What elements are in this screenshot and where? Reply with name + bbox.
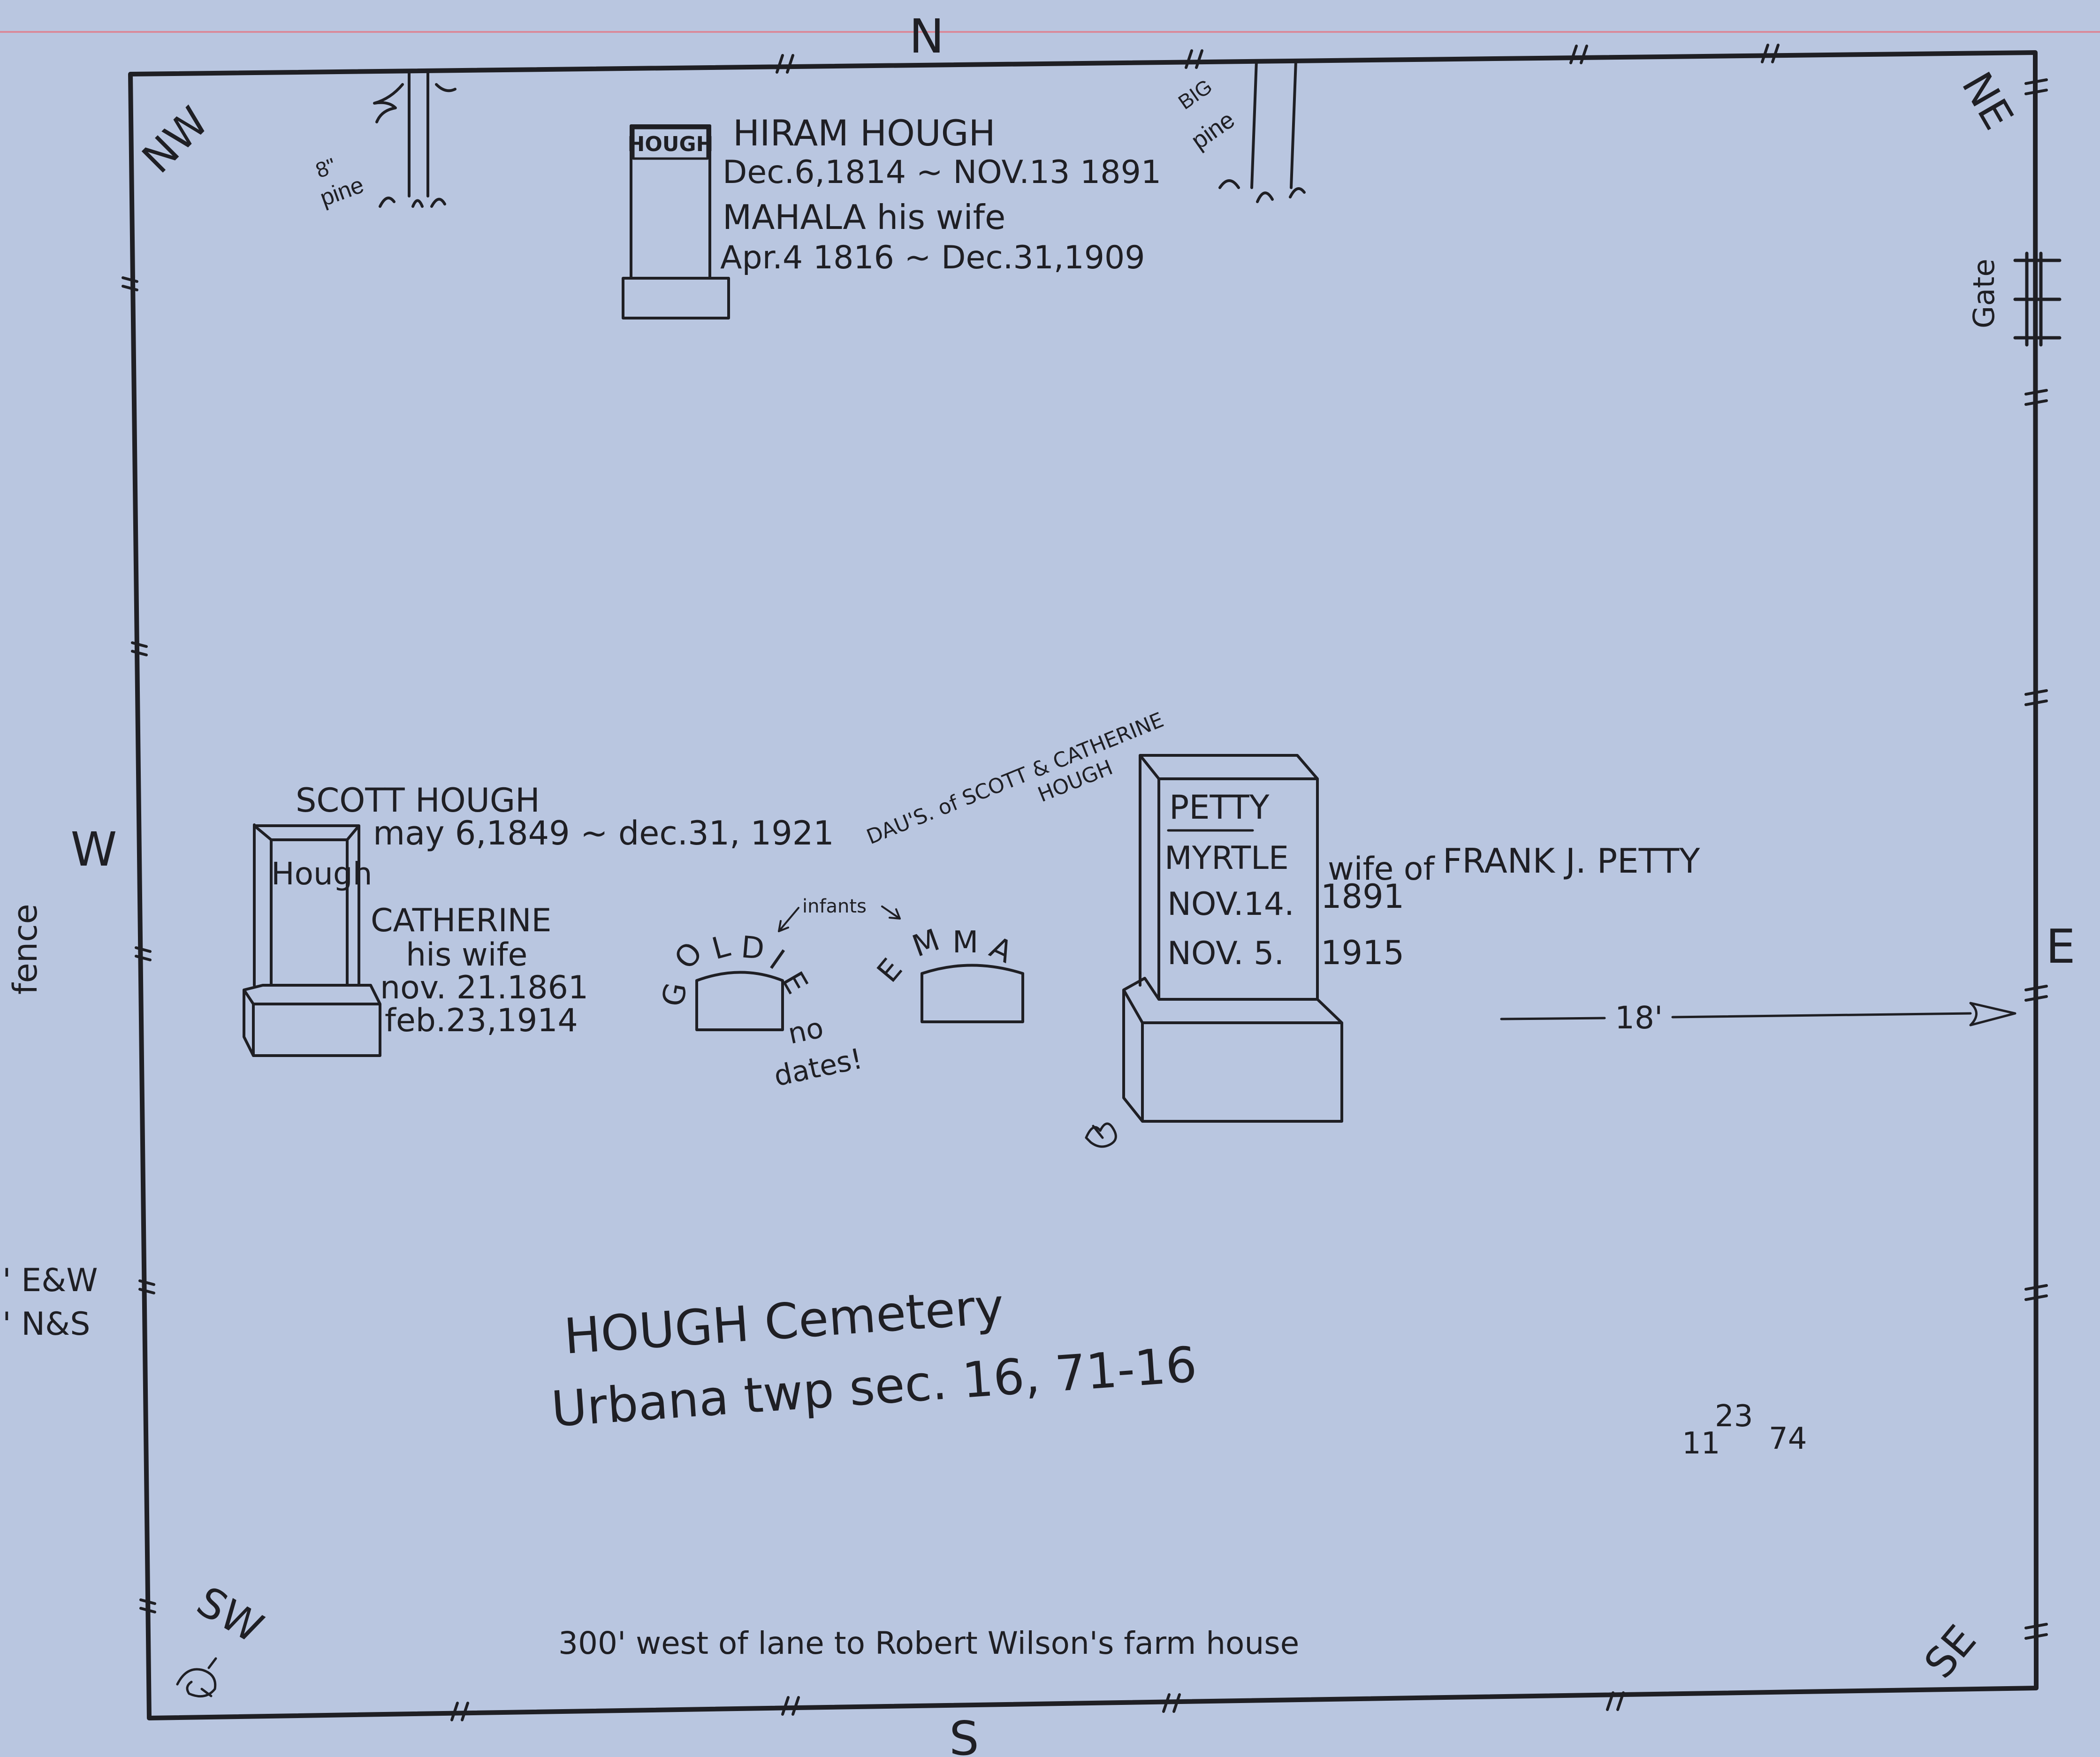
goldie-letter-g: G [656, 980, 694, 1009]
myrtle-born-year: 1891 [1321, 877, 1404, 916]
daughters-caption: DAU'S. of SCOTT & CATHERINE [863, 708, 1167, 849]
cemetery-boundary [128, 50, 2039, 1720]
scott-dates: may 6,1849 ~ dec.31, 1921 [373, 814, 834, 852]
emma-stone: E M M A [871, 923, 1024, 1023]
petty-relation-prefix: wife of [1328, 851, 1436, 888]
corner-scribble [176, 1657, 217, 1698]
myrtle-born: NOV.14. [1167, 886, 1294, 923]
no-dates-note-line1: no [785, 1012, 827, 1051]
mahala-name: MAHALA his wife [723, 198, 1005, 237]
emma-letter-a: A [984, 930, 1018, 970]
catherine-born: nov. 21.1861 [380, 969, 588, 1006]
compass-east: E [2046, 919, 2075, 974]
compass-northeast: NE [1952, 64, 2023, 137]
petty-headstone: PETTY MYRTLE NOV.14. NOV. 5. [1122, 754, 1343, 1123]
east-dimension-label: 18' [1615, 1000, 1663, 1036]
petty-relation-name: FRANK J. PETTY [1443, 841, 1700, 881]
no-dates-note-line2: dates! [771, 1042, 866, 1093]
scott-stone-label: Hough [271, 856, 373, 892]
catherine-name: CATHERINE [371, 902, 552, 939]
east-dimension-arrow: 18' [1500, 1000, 2016, 1036]
petty-stone-label: PETTY [1169, 788, 1270, 827]
small-shrub [1085, 1122, 1117, 1148]
catherine-relation: his wife [406, 936, 527, 974]
compass-southwest: SW [189, 1577, 271, 1652]
hiram-name: HIRAM HOUGH [733, 112, 996, 154]
myrtle-name: MYRTLE [1164, 840, 1289, 877]
big-pine-label: pine [1187, 106, 1240, 155]
mahala-dates: Apr.4 1816 ~ Dec.31,1909 [720, 239, 1145, 276]
dimension-east-west: ' E&W [2, 1262, 98, 1299]
date-day: 23 [1715, 1399, 1753, 1434]
scott-hough-headstone: Hough [243, 823, 381, 1057]
compass-south: S [949, 1711, 979, 1757]
date-year: 74 [1769, 1422, 1807, 1456]
compass-northwest: NW [133, 98, 218, 183]
gate: Gate [1967, 251, 2062, 347]
small-pine-size: 8" [312, 153, 339, 183]
emma-letter-m1: M [908, 923, 944, 964]
hiram-hough-headstone: HOUGH [622, 124, 730, 319]
date-month: 11 [1682, 1426, 1720, 1461]
fence-post-marks [122, 44, 2048, 1721]
small-pine-tree: 8" pine [312, 69, 457, 211]
goldie-letter-e: E [775, 966, 814, 1000]
location-note: 300' west of lane to Robert Wilson's far… [558, 1625, 1299, 1661]
cemetery-title: HOUGH Cemetery [562, 1278, 1005, 1365]
goldie-letter-o: O [668, 936, 710, 976]
scott-name: SCOTT HOUGH [296, 781, 540, 820]
infants-arrows [778, 905, 901, 932]
myrtle-died-year: 1915 [1321, 934, 1404, 972]
myrtle-died: NOV. 5. [1167, 935, 1284, 972]
emma-letter-e1: E [871, 952, 910, 989]
compass-southeast: SE [1915, 1616, 1986, 1688]
infants-label: infants [802, 896, 867, 917]
hiram-dates: Dec.6,1814 ~ NOV.13 1891 [723, 154, 1161, 191]
gate-label: Gate [1967, 259, 2001, 329]
compass-north: N [909, 9, 944, 64]
big-pine-tree: BIG pine [1174, 60, 1306, 203]
goldie-letter-i: I [763, 943, 791, 976]
goldie-letter-l: L [708, 929, 734, 967]
fence-label: fence [6, 904, 45, 995]
hiram-stone-label: HOUGH [628, 132, 714, 156]
big-pine-size: BIG [1174, 75, 1217, 114]
goldie-letter-d: D [740, 930, 766, 966]
emma-letter-m2: M [952, 925, 978, 960]
compass-west: W [71, 822, 117, 877]
goldie-stone: G O L D I E [656, 929, 814, 1031]
catherine-died: feb.23,1914 [385, 1002, 578, 1039]
dimension-north-south: ' N&S [2, 1306, 90, 1343]
